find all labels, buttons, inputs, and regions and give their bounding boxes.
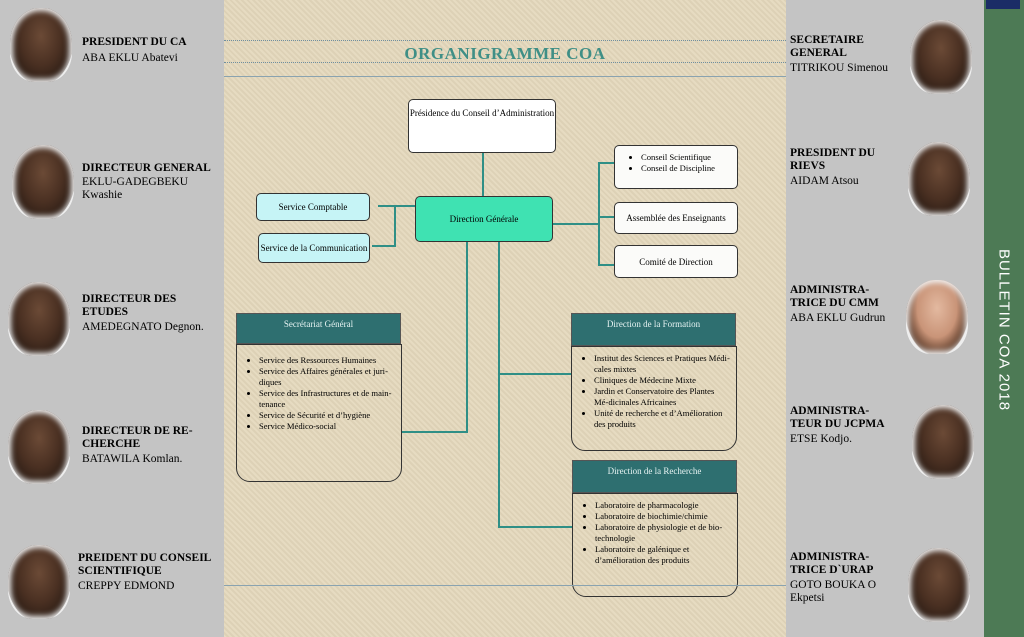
photo-secretaire-general <box>910 20 972 94</box>
formation-item: Cliniques de Médecine Mixte <box>594 375 730 386</box>
photo-administratrice-cmm <box>906 280 968 354</box>
person-name: AIDAM Atsou <box>790 175 859 187</box>
connector <box>598 264 614 266</box>
connector <box>482 152 484 197</box>
secretariat-item: Service de Sécurité et d’hygiène <box>259 410 395 421</box>
secretariat-header: Secrétariat Général <box>236 313 401 344</box>
photo-directeur-general <box>12 145 74 219</box>
connector <box>498 526 572 528</box>
divider <box>224 62 786 63</box>
person-title: PREIDENT DU CONSEIL SCIENTIFIQUE <box>78 552 211 577</box>
box-comite: Comité de Direction <box>614 245 738 278</box>
connector <box>402 431 468 433</box>
secretariat-item: Service Médico-social <box>259 421 395 432</box>
divider <box>224 40 786 41</box>
box-conseils: Conseil Scientifique Conseil de Discipli… <box>614 145 738 189</box>
conseil-item: Conseil de Discipline <box>641 163 737 174</box>
organigram-area: ORGANIGRAMME COA Présidence du Conseil d… <box>224 0 786 637</box>
box-presidence: Présidence du Conseil d’Administration <box>408 99 556 153</box>
photo-directeur-etudes <box>8 282 70 356</box>
box-assemblee: Assemblée des Enseignants <box>614 202 738 234</box>
secretariat-item: Service des Infrastructures et de main-t… <box>259 388 395 410</box>
connector <box>372 245 396 247</box>
connector <box>498 242 500 528</box>
person-name: CREPPY EDMOND <box>78 580 175 592</box>
chart-title: ORGANIGRAMME COA <box>404 44 606 63</box>
formation-list: Institut des Sciences et Pratiques Médi-… <box>571 346 737 451</box>
person-title: SECRETAIRE GENERAL <box>790 34 864 59</box>
person-title: DIRECTEUR DES ETUDES <box>82 293 177 318</box>
conseil-item: Conseil Scientifique <box>641 152 737 163</box>
connector <box>378 205 415 207</box>
formation-header: Direction de la Formation <box>571 313 736 346</box>
box-service-communication: Service de la Communication <box>258 233 370 263</box>
box-service-comptable: Service Comptable <box>256 193 370 221</box>
person-name: EKLU-GADEGBEKU Kwashie <box>82 176 189 201</box>
secretariat-item: Service des Ressources Humaines <box>259 355 395 366</box>
person-name: TITRIKOU Simenou <box>790 62 889 74</box>
right-panel: SECRETAIRE GENERAL TITRIKOU Simenou PRES… <box>786 0 984 637</box>
person-name: ETSE Kodjo. <box>790 433 852 445</box>
photo-administratrice-urap <box>908 548 970 622</box>
recherche-item: Laboratoire de biochimie/chimie <box>595 511 731 522</box>
box-comite-label: Comité de Direction <box>639 256 713 267</box>
photo-president-conseil-scientifique <box>8 545 70 619</box>
person-title: DIRECTEUR DE RE-CHERCHE <box>82 425 193 450</box>
box-presidence-label: Présidence du Conseil d’Administration <box>409 108 555 118</box>
person-title: ADMINISTRA-TRICE DU CMM <box>790 284 879 309</box>
connector <box>598 162 614 164</box>
photo-directeur-recherche <box>8 410 70 484</box>
photo-president-rievs <box>908 142 970 216</box>
sidebar-strip <box>984 0 1024 637</box>
connector <box>498 373 572 375</box>
person-name: GOTO BOUKA O Ekpetsi <box>790 579 877 604</box>
bulletin-label: BULLETIN COA 2018 <box>995 248 1013 412</box>
box-service-comptable-label: Service Comptable <box>278 202 348 212</box>
recherche-header: Direction de la Recherche <box>572 460 737 493</box>
secretariat-list: Service des Ressources Humaines Service … <box>236 344 402 482</box>
box-service-communication-label: Service de la Communication <box>260 243 368 253</box>
formation-item: Institut des Sciences et Pratiques Médi-… <box>594 353 730 375</box>
divider <box>224 585 786 586</box>
recherche-item: Laboratoire de pharmacologie <box>595 500 731 511</box>
formation-item: Jardin et Conservatoire des Plantes Mé-d… <box>594 386 730 408</box>
recherche-item: Laboratoire de physiologie et de bio-tec… <box>595 522 731 544</box>
box-assemblee-label: Assemblée des Enseignants <box>626 213 726 223</box>
recherche-list: Laboratoire de pharmacologie Laboratoire… <box>572 493 738 597</box>
connector <box>598 162 600 266</box>
person-title: DIRECTEUR GENERAL <box>82 162 211 174</box>
person-title: PRESIDENT DU RIEVS <box>790 147 876 172</box>
person-name: AMEDEGNATO Degnon. <box>82 321 204 333</box>
person-name: BATAWILA Komlan. <box>82 453 183 465</box>
person-title: ADMINISTRA-TEUR DU JCPMA <box>790 405 885 430</box>
connector <box>394 205 396 247</box>
connector <box>466 242 468 432</box>
left-panel: PRESIDENT DU CA ABA EKLU Abatevi DIRECTE… <box>0 0 224 637</box>
person-name: ABA EKLU Gudrun <box>790 312 886 324</box>
photo-administrateur-jcpma <box>912 405 974 479</box>
person-title: PRESIDENT DU CA <box>82 36 187 48</box>
person-title: ADMINISTRA-TRICE D`URAP <box>790 551 874 576</box>
recherche-item: Laboratoire de galénique et d’améliorati… <box>595 544 731 566</box>
photo-president-ca <box>10 8 72 82</box>
formation-item: Unité de recherche et d’Amélioration des… <box>594 408 730 430</box>
connector <box>552 223 598 225</box>
connector <box>598 216 614 218</box>
person-name: ABA EKLU Abatevi <box>82 52 178 64</box>
box-direction-generale: Direction Générale <box>415 196 553 242</box>
secretariat-item: Service des Affaires générales et juri-d… <box>259 366 395 388</box>
box-direction-generale-label: Direction Générale <box>449 214 519 224</box>
divider <box>224 76 786 77</box>
top-accent <box>986 0 1020 9</box>
